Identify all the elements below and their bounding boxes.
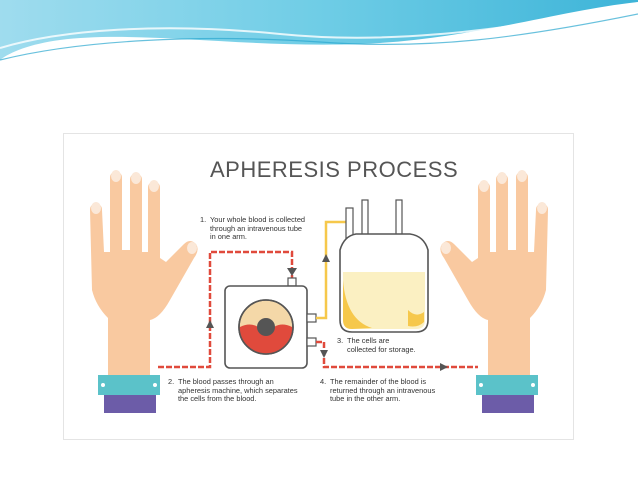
step-2-label: 2.The blood passes through an apheresis … <box>168 377 298 404</box>
step-1-label: 1.Your whole blood is collected through … <box>200 215 306 242</box>
return-tube <box>316 340 478 371</box>
step-4-label: 4.The remainder of the blood is returned… <box>320 377 436 404</box>
apheresis-machine <box>224 285 317 369</box>
right-hand-icon <box>440 170 548 413</box>
diagram-title: APHERESIS PROCESS <box>210 157 459 182</box>
slide-header-wave <box>0 0 638 61</box>
intake-tube <box>158 250 297 369</box>
step-3-label: 3.The cells are collected for storage. <box>337 336 416 354</box>
left-hand-icon <box>90 170 198 413</box>
collection-bag <box>339 199 429 333</box>
